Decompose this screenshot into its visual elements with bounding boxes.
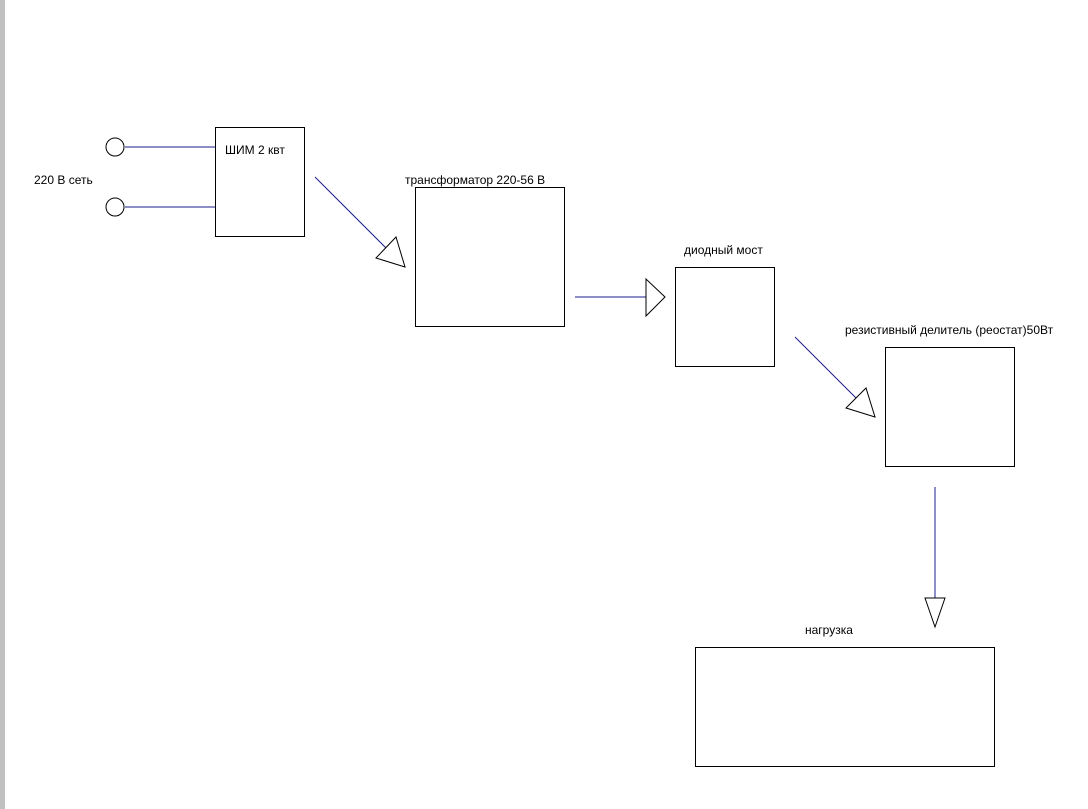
window-left-edge: [0, 0, 5, 809]
divider-block: [885, 347, 1015, 467]
load-block: [695, 647, 995, 767]
pwm-block: [215, 127, 305, 237]
source-label: 220 В сеть: [34, 173, 93, 187]
transformer-block: [415, 187, 565, 327]
divider-label: резистивный делитель (реостат)50Вт: [845, 323, 1054, 337]
arrow-divider-to-load-head: [924, 597, 946, 629]
arrow-pwm-to-transformer-head: [375, 236, 406, 268]
load-label: нагрузка: [805, 623, 853, 637]
arrow-transformer-to-bridge-head: [645, 277, 666, 318]
diode-bridge-label: диодный мост: [684, 243, 763, 257]
arrow-bridge-to-divider-head: [845, 387, 876, 418]
pwm-label: ШИМ 2 квт: [225, 143, 285, 157]
input-terminal-top: [105, 137, 125, 157]
input-terminal-bottom: [105, 197, 125, 217]
diode-bridge-block: [675, 267, 775, 367]
transformer-label: трансформатор 220-56 В: [405, 173, 546, 187]
